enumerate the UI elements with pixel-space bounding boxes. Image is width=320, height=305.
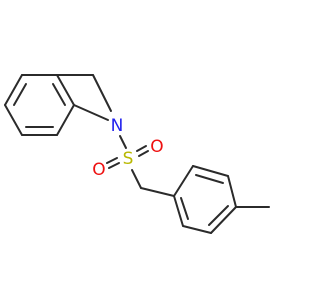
- bond: [56, 74, 75, 106]
- bond-double: [138, 150, 149, 157]
- bond: [119, 135, 127, 149]
- bond-double: [106, 157, 118, 164]
- bond: [210, 206, 237, 234]
- bond-double: [195, 174, 224, 184]
- bond: [4, 74, 23, 106]
- molecule-structure: N S O O: [4, 74, 270, 234]
- bond-double: [13, 83, 27, 106]
- bond-double: [52, 83, 66, 106]
- bond: [92, 74, 112, 112]
- bond: [140, 187, 175, 197]
- bond: [192, 165, 229, 177]
- structure-canvas: N S O O: [4, 74, 270, 234]
- bond: [173, 195, 184, 227]
- bond: [56, 104, 75, 136]
- bond-double: [108, 162, 120, 169]
- bond: [173, 165, 194, 197]
- bond: [182, 225, 212, 234]
- bond-double: [136, 145, 147, 152]
- bond-double: [180, 197, 189, 220]
- bond: [227, 175, 237, 208]
- sulfur-atom-label: S: [123, 149, 134, 169]
- bond: [131, 169, 142, 189]
- bond: [4, 104, 23, 136]
- bond-double: [208, 205, 229, 226]
- oxygen-atom-label-left: O: [92, 160, 105, 180]
- oxygen-atom-label-right: O: [150, 137, 163, 157]
- nitrogen-atom-label: N: [111, 116, 124, 136]
- bond: [73, 104, 109, 121]
